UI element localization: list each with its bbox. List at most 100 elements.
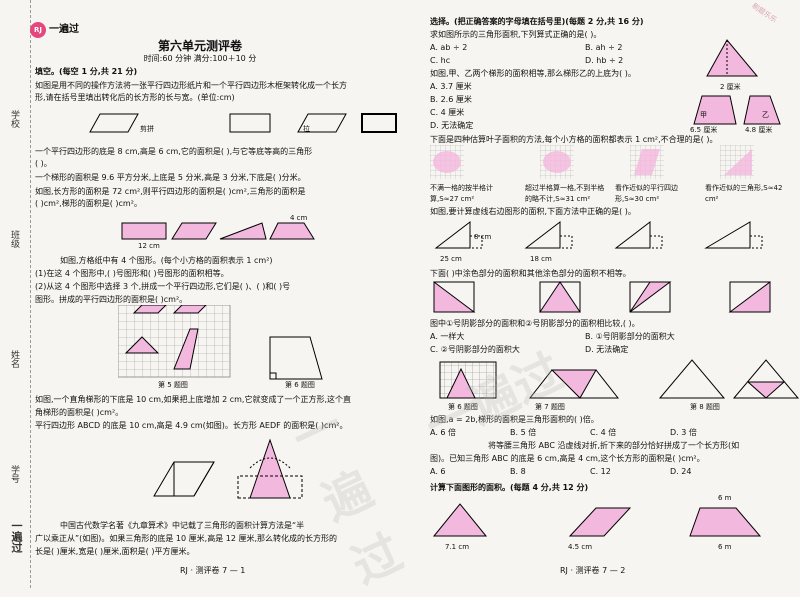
q6-text-1: 如图,一个直角梯形的下底是 10 cm,如果把上底增加 2 cm,它就变成了一个… <box>35 395 351 404</box>
q10-bl-label: 6.5 厘米 <box>690 126 718 134</box>
q7-q8-figures <box>153 438 303 499</box>
fig7-caption: 第 7 题图 <box>535 403 565 411</box>
q4-bottom-label: 12 cm <box>138 242 160 250</box>
q10-option-d: D. 无法确定 <box>430 121 474 130</box>
q15-option-b: B. 5 倍 <box>510 428 537 437</box>
q11-leaf-grids <box>430 145 754 179</box>
q9-option-b: B. ah ÷ 2 <box>585 43 623 52</box>
school-label: 学校 <box>9 110 19 128</box>
q1-figure <box>89 113 397 133</box>
q12-figures <box>434 220 763 249</box>
q10-text: 如图,甲、乙两个梯形的面积相等,那么梯形乙的上底为( )。 <box>430 69 636 78</box>
q2-text-2: ( )。 <box>35 159 52 168</box>
q1-text-1: 如图是用不同的操作方法将一张平行四边形纸片和一个平行四边形木框架转化成一个长方 <box>35 81 347 90</box>
q4-figure <box>121 222 315 240</box>
q14-option-d: D. 无法确定 <box>585 345 629 354</box>
q7-text: 平行四边形 ABCD 的底是 10 cm,高是 4.9 cm(如图)。长方形 A… <box>35 421 348 430</box>
q10-option-b: B. 2.6 厘米 <box>430 95 472 104</box>
calc-label-c: 6 m <box>718 494 732 502</box>
q6-figure <box>269 336 323 380</box>
q4-top-label: 4 cm <box>290 214 308 222</box>
q15-text: 如图,a = 2b,梯形的面积是三角形面积的( )倍。 <box>430 415 599 424</box>
q2-text-1: 一个平行四边形的底是 8 cm,高是 6 cm,它的面积是( ),与它等底等高的… <box>35 147 313 156</box>
q6b-q8-figures <box>439 359 800 399</box>
calc-label-d: 6 m <box>718 543 732 551</box>
section-1-heading: 填空。(每空 1 分,共 21 分) <box>35 67 138 76</box>
q8-text-2: 广以乘正从”(如图)。如果三角形的底是 10 厘米,高是 12 厘米,那么转化成… <box>35 534 338 543</box>
fig5-caption: 第 5 题图 <box>158 381 188 389</box>
name-label: 姓名 <box>9 350 19 368</box>
q16-option-b: B. 8 <box>510 467 526 476</box>
q1-text-2: 形,请在括号里填出转化后的长方形的长与宽。(单位:cm) <box>35 93 235 102</box>
q15-option-d: D. 3 倍 <box>670 428 697 437</box>
q16-option-d: D. 24 <box>670 467 692 476</box>
q10-br-label: 4.8 厘米 <box>745 126 773 134</box>
q5-grid-figure <box>118 305 231 378</box>
right-page: 选择。(把正确答案的字母填在括号里)(每题 2 分,共 16 分) 求如图所示的… <box>400 0 800 588</box>
binding-strip: 学校 班级 姓名 学号 一遍过 <box>0 0 31 588</box>
q16-option-a: A. 6 <box>430 467 446 476</box>
q9-figure <box>706 39 759 77</box>
id-label: 学号 <box>9 465 19 483</box>
q10-top-label: 2 厘米 <box>720 83 741 91</box>
corner-tag: 刷题乐乐 <box>750 1 779 25</box>
q15-option-c: C. 4 倍 <box>590 428 617 437</box>
exam-meta: 时间:60 分钟 满分:100＋10 分 <box>143 54 257 63</box>
q8-text-3: 长是( )厘米,宽是( )厘米,面积是( )平方厘米。 <box>35 547 195 556</box>
fig6-caption: 第 6 题图 <box>285 381 315 389</box>
q11-note-c: 看作近似的平行四边形,S≈30 cm² <box>615 184 678 203</box>
brand-badge-icon: RJ <box>30 22 46 38</box>
section-3-figures <box>432 503 762 537</box>
q10-option-a: A. 3.7 厘米 <box>430 82 472 91</box>
q14-option-a: A. 一样大 <box>430 332 465 341</box>
q10-yi: 乙 <box>762 111 769 119</box>
q9-option-c: C. hc <box>430 56 451 65</box>
q1-pull-label: 拉 <box>303 125 310 133</box>
section-2-heading: 选择。(把正确答案的字母填在括号里)(每题 2 分,共 16 分) <box>430 17 644 26</box>
q5-text-2: (1)在这 4 个图形中,( )号图形和( )号图形的面积相等。 <box>35 269 229 278</box>
brand-name: 一遍过 <box>49 24 79 35</box>
q16-option-c: C. 12 <box>590 467 611 476</box>
section-3-heading: 计算下面图形的面积。(每题 4 分,共 12 分) <box>430 483 589 492</box>
q14-option-c: C. ②号阴影部分的面积大 <box>430 345 520 354</box>
q15-option-a: A. 6 倍 <box>430 428 457 437</box>
q4-text-2: ( )cm²,梯形的面积是( )cm²。 <box>35 199 142 208</box>
q11-text: 下面是四种估算叶子面积的方法,每个小方格的面积都表示 1 cm²,不合理的是( … <box>430 135 718 144</box>
q11-note-a: 不满一格的按半格计算,S≈27 cm² <box>430 184 493 203</box>
q5-text-3: (2)从这 4 个图形中选择 3 个,拼成一个平行四边形,它们是( )、( )和… <box>35 282 291 291</box>
calc-label-b: 4.5 cm <box>568 543 593 551</box>
q13-text: 下面( )中涂色部分的面积和其他涂色部分的面积不相等。 <box>430 269 631 278</box>
q10-option-c: C. 4 厘米 <box>430 108 465 117</box>
q12-label-a: 25 cm <box>440 255 462 263</box>
q9-text: 求如图所示的三角形面积,下列算式正确的是( )。 <box>430 30 602 39</box>
q6-text-2: 角梯形的面积是( )cm²。 <box>35 408 124 417</box>
q10-figure <box>693 95 781 125</box>
q16-text-1: 将等腰三角形 ABC 沿虚线对折,折下来的部分恰好拼成了一个长方形(如 <box>488 441 740 450</box>
q11-note-b: 超过半格算一格,不到半格的略不计,S≈31 cm² <box>525 184 605 203</box>
q12-label-c: 18 cm <box>530 255 552 263</box>
q9-option-a: A. ab ÷ 2 <box>430 43 468 52</box>
q13-figures <box>433 281 771 313</box>
q9-option-d: D. hb ÷ 2 <box>585 56 624 65</box>
class-label: 班级 <box>9 230 19 248</box>
right-footer: RJ · 测评卷 7 — 2 <box>560 566 626 575</box>
q8-text-1: 中国古代数学名著《九章算术》中记载了三角形的面积计算方法是“半 <box>60 521 305 530</box>
brand-vertical: 一遍过 <box>10 520 23 553</box>
q5-text-4: 图形。拼成的平行四边形的面积是( )cm²。 <box>35 295 188 304</box>
fig6b-caption: 第 6 题图 <box>448 403 478 411</box>
q16-text-2: 图)。已知三角形 ABC 的底是 6 cm,高是 4 cm,这个长方形的面积是(… <box>430 454 705 463</box>
q5-text-1: 如图,方格纸中有 4 个图形。(每个小方格的面积表示 1 cm²) <box>60 256 273 265</box>
page-title: 第六单元测评卷 <box>157 39 242 53</box>
q12-label-b: 8 cm <box>474 233 492 241</box>
q11-note-d: 看作近似的三角形,S≈42 cm² <box>705 184 783 203</box>
q12-text: 如图,要计算虚线右边图形的面积,下面方法中正确的是( )。 <box>430 207 636 216</box>
q10-jia: 甲 <box>700 111 707 119</box>
q1-cut-label: 剪拼 <box>140 125 154 133</box>
q14-option-b: B. ①号阴影部分的面积大 <box>585 332 675 341</box>
q3-text: 一个梯形的面积是 9.6 平方分米,上底是 5 分米,高是 3 分米,下底是( … <box>35 173 306 182</box>
q14-text: 图中①号阴影部分的面积和②号阴影部分的面积相比较,( )。 <box>430 319 640 328</box>
q4-text-1: 如图,长方形的面积是 72 cm²,则平行四边形的面积是( )cm²,三角形的面… <box>35 187 306 196</box>
left-footer: RJ · 测评卷 7 — 1 <box>180 566 246 575</box>
